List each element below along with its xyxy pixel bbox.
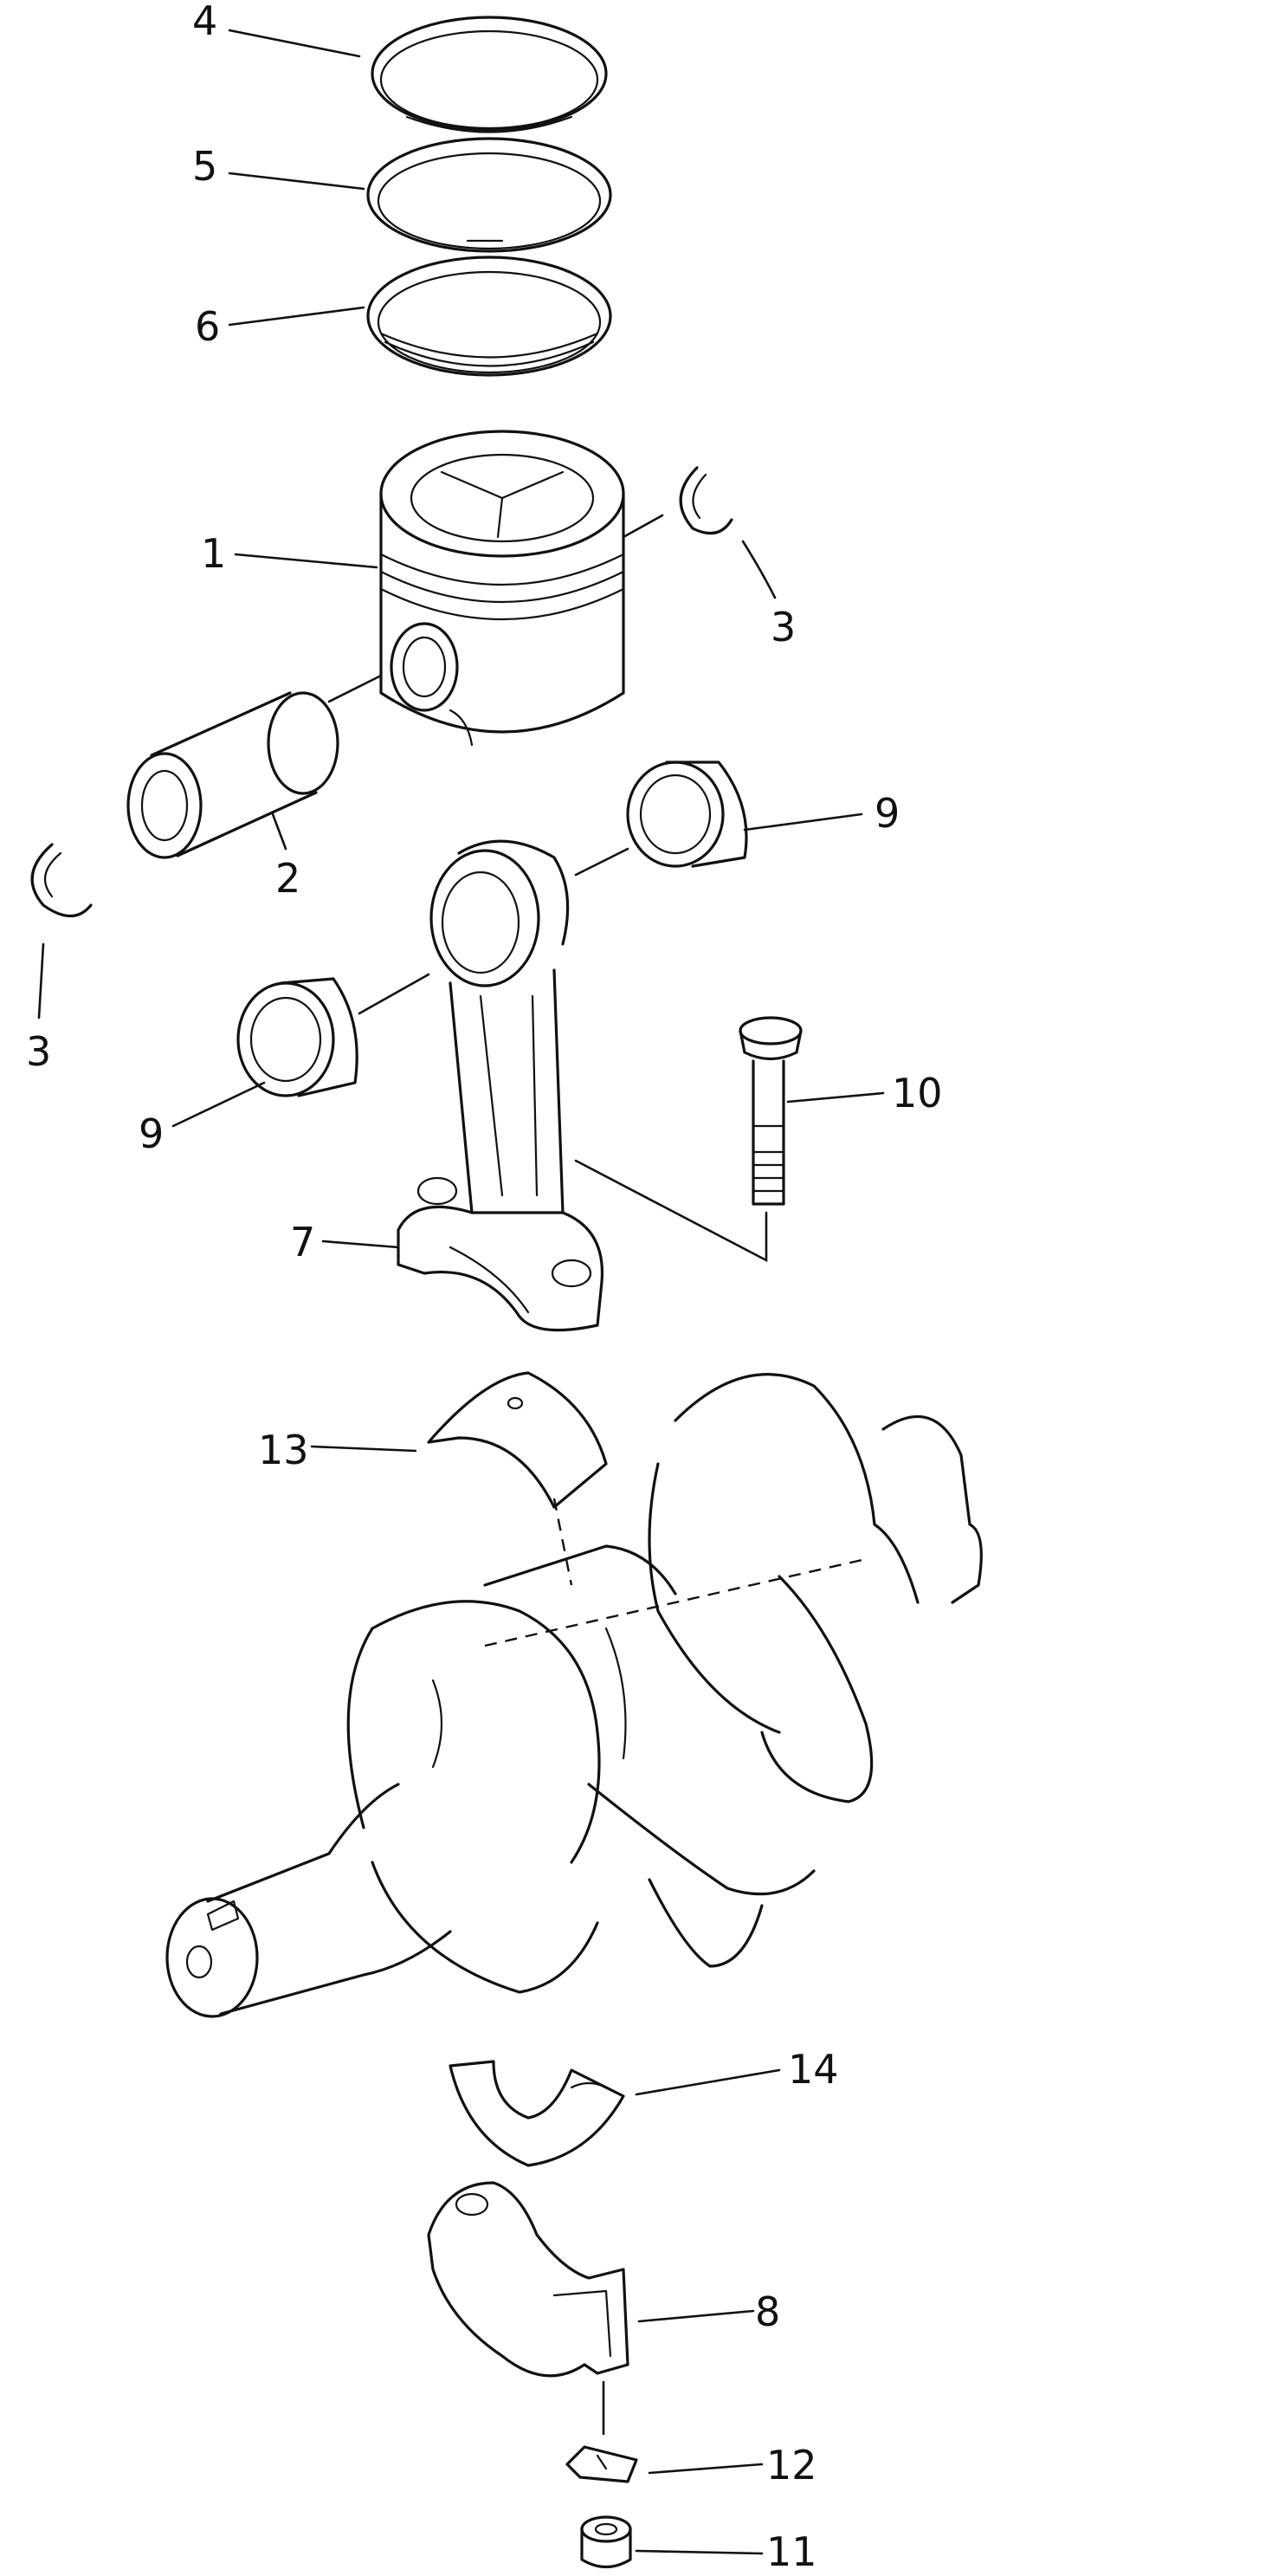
callout-7: 7 [290,1219,315,1265]
callout-9-upper: 9 [875,790,900,837]
leader-8 [637,2309,755,2323]
leader-13 [310,1445,417,1453]
callout-9-lower: 9 [139,1110,164,1157]
piston-ring-second [366,137,612,253]
piston-pin [126,691,339,859]
oil-ring [366,256,612,377]
callout-2: 2 [275,855,300,902]
leader-14 [635,2068,781,2096]
main-bearing-cap [427,2181,629,2378]
callout-12: 12 [766,2442,817,2489]
callout-5: 5 [192,143,217,190]
leader-1 [234,553,378,569]
callout-3-left: 3 [26,1028,51,1075]
callout-13: 13 [258,1427,309,1473]
main-bearing-upper [427,1371,608,1509]
callout-6: 6 [195,303,220,350]
snap-ring-right [679,466,733,535]
leader-9-lower [171,1081,266,1128]
callout-8: 8 [755,2288,780,2335]
bushing-lower [236,977,358,1097]
leader-9-upper [743,812,863,832]
callout-11: 11 [766,2528,817,2575]
leader-5 [228,172,365,191]
leader-7 [321,1239,400,1249]
leader-4 [228,29,361,58]
leader-2 [271,812,287,851]
callout-4: 4 [192,0,217,44]
bushing-upper [626,761,748,868]
leader-11 [635,2549,764,2555]
nut [580,2515,632,2569]
leader-6 [228,306,365,327]
leader-12 [648,2463,764,2475]
connecting-rod [397,839,604,1332]
lock-plate [565,2445,638,2483]
callout-14: 14 [788,2046,839,2093]
leader-10 [786,1091,885,1104]
callout-1: 1 [201,530,226,577]
crankshaft [165,1373,983,2018]
leader-3-right [741,540,777,599]
leader-3-left [37,942,45,1019]
piston-ring-top [371,16,608,133]
callout-10: 10 [892,1070,943,1116]
connecting-rod-bolt [739,1016,803,1206]
piston [379,430,625,747]
callout-3-right: 3 [771,604,796,650]
snap-ring-left [30,843,93,917]
main-bearing-lower [449,2060,625,2167]
